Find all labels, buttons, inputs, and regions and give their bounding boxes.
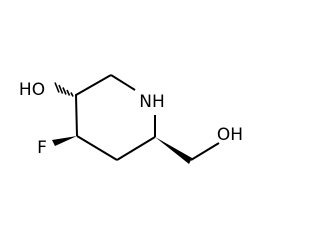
structure-canvas: HO NH OH F	[19, 74, 243, 164]
bond-c6-c5	[116, 136, 156, 161]
solid-wedge-c6-ch2	[155, 137, 192, 164]
atom-label-ho: HO	[19, 80, 45, 100]
bond-ch2-oh	[190, 142, 220, 161]
bond-c5-c4	[76, 135, 118, 161]
hashed-wedge-c3-oh	[54, 82, 77, 97]
atom-label-nh: NH	[139, 92, 165, 112]
atom-label-oh: OH	[217, 125, 243, 145]
molecule-diagram: HO NH OH F	[19, 74, 243, 164]
bond-c4-c3	[75, 94, 78, 137]
solid-wedge-c4-f	[52, 136, 77, 146]
bond-c2-n	[110, 74, 136, 91]
atom-label-f: F	[37, 138, 47, 158]
bond-c3-c2	[75, 74, 112, 96]
